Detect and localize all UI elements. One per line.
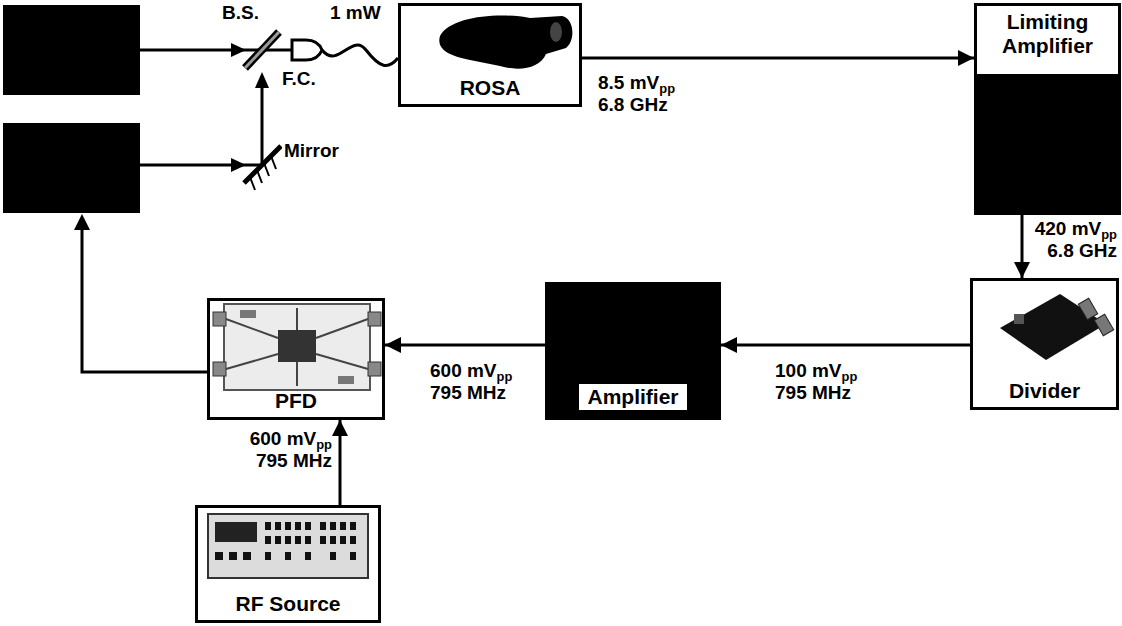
part-label-holder: F.C. — [280, 68, 318, 90]
component-box: RF Source — [195, 505, 381, 623]
signal-level: 600 mVpp 795 MHz — [250, 428, 332, 473]
signal-label-holder: 420 mVpp 6.8 GHz — [1035, 218, 1117, 263]
beam-arrowhead — [231, 158, 246, 172]
signal-label-holder: 8.5 mVpp 6.8 GHz — [598, 72, 675, 117]
optical-fiber — [322, 45, 398, 66]
component-box: ROSA — [398, 3, 582, 107]
part-label-holder: B.S. — [220, 2, 261, 24]
signal-label-holder: 100 mVpp 795 MHz — [775, 360, 857, 405]
beam-arrowhead — [231, 43, 246, 57]
component-box: Limiting Amplifier — [974, 3, 1121, 215]
signal-level: 8.5 mVpp 6.8 GHz — [598, 72, 675, 117]
part-label: Mirror — [282, 140, 341, 162]
mirror-hatching — [250, 156, 276, 190]
rosa-picture — [550, 22, 562, 42]
signal-label-holder: 600 mVpp 795 MHz — [430, 360, 512, 405]
pfd-board-picture — [213, 304, 381, 390]
beam-splitter — [245, 32, 279, 68]
component-box: Divider — [970, 278, 1119, 410]
component-name: PFD — [275, 389, 317, 413]
laser-box — [3, 123, 140, 213]
signal-arrow — [339, 420, 342, 505]
component-box: Amplifier — [545, 282, 721, 420]
beam-arrowhead — [255, 72, 269, 88]
signal-arrow — [582, 57, 974, 60]
signal-arrow — [385, 344, 545, 347]
part-label: F.C. — [280, 68, 318, 90]
component-box: PFD — [207, 298, 385, 420]
part-label: 1 mW — [328, 2, 383, 24]
laser-beam — [261, 76, 264, 165]
beam-splitter — [245, 32, 279, 68]
component-name: Divider — [1009, 379, 1080, 403]
part-label-holder: Mirror — [282, 140, 341, 162]
part-label-holder: 1 mW — [328, 2, 383, 24]
part-label: B.S. — [220, 2, 261, 24]
component-name: ROSA — [460, 76, 521, 100]
signal-arrow — [1021, 215, 1024, 278]
signal-level: 600 mVpp 795 MHz — [430, 360, 512, 405]
feedback-arrowhead — [74, 214, 90, 230]
divider-picture — [1000, 294, 1114, 360]
feedback-line — [82, 226, 207, 372]
component-name: Amplifier — [576, 381, 689, 413]
signal-arrow — [721, 344, 970, 347]
component-name: Limiting Amplifier — [985, 10, 1110, 58]
fiber-coupler — [292, 40, 322, 60]
signal-level: 100 mVpp 795 MHz — [775, 360, 857, 405]
signal-level: 420 mVpp 6.8 GHz — [1035, 218, 1117, 263]
laser-box — [3, 5, 140, 95]
rosa-picture — [439, 15, 572, 68]
laser-beam — [140, 49, 300, 52]
rf-source-picture — [208, 514, 368, 578]
component-name: RF Source — [235, 592, 340, 616]
signal-label-holder: 600 mVpp 795 MHz — [250, 428, 332, 473]
